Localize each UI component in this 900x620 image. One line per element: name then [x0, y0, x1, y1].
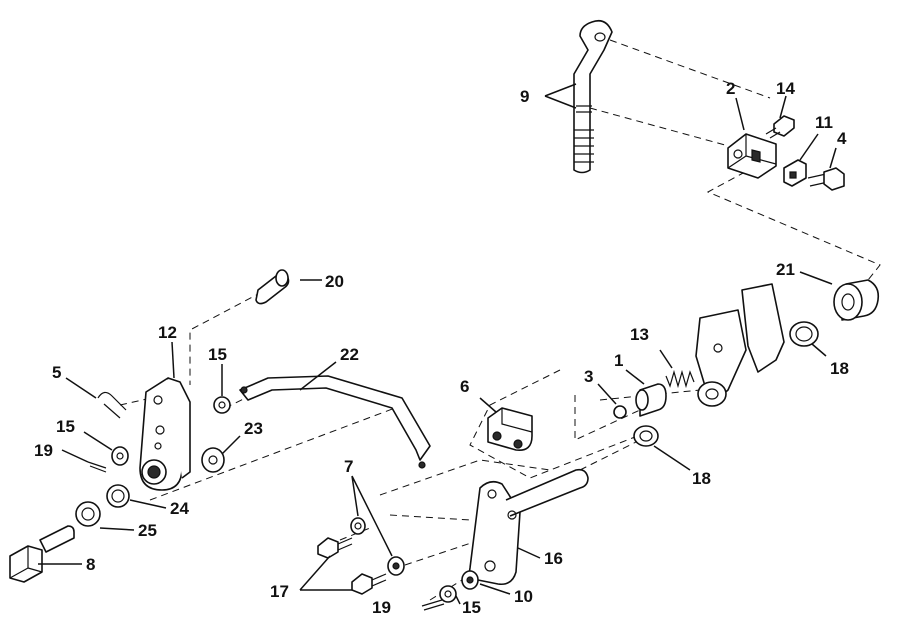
callout-23: 23 — [244, 419, 263, 438]
callout-leaders — [38, 83, 837, 605]
clip-11 — [783, 159, 807, 187]
callout-5: 5 — [52, 363, 61, 382]
washer-15c — [439, 585, 457, 603]
callout-4: 4 — [837, 129, 847, 148]
screw-17a — [317, 537, 353, 559]
block-6 — [487, 407, 533, 452]
bushing-18b — [633, 425, 659, 447]
callout-14: 14 — [776, 79, 795, 98]
bushing-18a — [789, 321, 819, 347]
bolt-4 — [807, 167, 845, 191]
callout-3: 3 — [584, 367, 593, 386]
washer-24 — [106, 484, 130, 508]
callout-11: 11 — [815, 113, 833, 132]
washer-7a — [350, 517, 366, 535]
pivot-pin-20 — [255, 269, 290, 305]
callout-15a: 15 — [208, 345, 227, 364]
callout-8: 8 — [86, 555, 95, 574]
callout-labels: 9 2 14 11 4 20 12 15 5 15 19 23 24 25 8 … — [34, 79, 849, 617]
washer-25 — [75, 501, 101, 527]
washer-7b — [387, 556, 405, 576]
sleeve-21 — [833, 279, 880, 321]
washer-23 — [201, 447, 225, 473]
callout-17: 17 — [270, 582, 289, 601]
screw-17b — [351, 573, 387, 595]
callout-25: 25 — [138, 521, 157, 540]
callout-12: 12 — [158, 323, 177, 342]
callout-18a: 18 — [830, 359, 849, 378]
washer-10 — [461, 570, 479, 590]
callout-9: 9 — [520, 87, 529, 106]
callout-19a: 19 — [34, 441, 53, 460]
callout-22: 22 — [340, 345, 359, 364]
callout-20: 20 — [325, 272, 344, 291]
link-rod-22 — [239, 375, 431, 469]
cotter-pin-5 — [97, 391, 127, 419]
callout-6: 6 — [460, 377, 469, 396]
callout-15c: 15 — [462, 598, 481, 617]
spring-13 — [665, 369, 695, 389]
ball-3 — [613, 405, 627, 419]
callout-1: 1 — [614, 351, 623, 370]
clamp-bracket — [727, 133, 777, 179]
screw-14 — [765, 115, 795, 139]
pin-19a — [87, 461, 107, 473]
mount-bracket — [695, 283, 785, 407]
throttle-arm-16 — [468, 468, 589, 586]
callout-10: 10 — [514, 587, 533, 606]
callout-21: 21 — [776, 260, 795, 279]
lever-arm-12 — [139, 377, 191, 491]
pin-19b — [421, 599, 445, 611]
callout-7: 7 — [344, 457, 353, 476]
callout-15b: 15 — [56, 417, 75, 436]
callout-16: 16 — [544, 549, 563, 568]
callout-2: 2 — [726, 79, 735, 98]
plunger-1 — [635, 383, 667, 417]
shoulder-bolt-8 — [9, 525, 75, 583]
washer-15a — [213, 396, 231, 414]
callout-19b: 19 — [372, 598, 391, 617]
callout-13: 13 — [630, 325, 649, 344]
callout-24: 24 — [170, 499, 189, 518]
washer-15b — [111, 446, 129, 466]
throttle-rod — [573, 19, 613, 174]
callout-18b: 18 — [692, 469, 711, 488]
